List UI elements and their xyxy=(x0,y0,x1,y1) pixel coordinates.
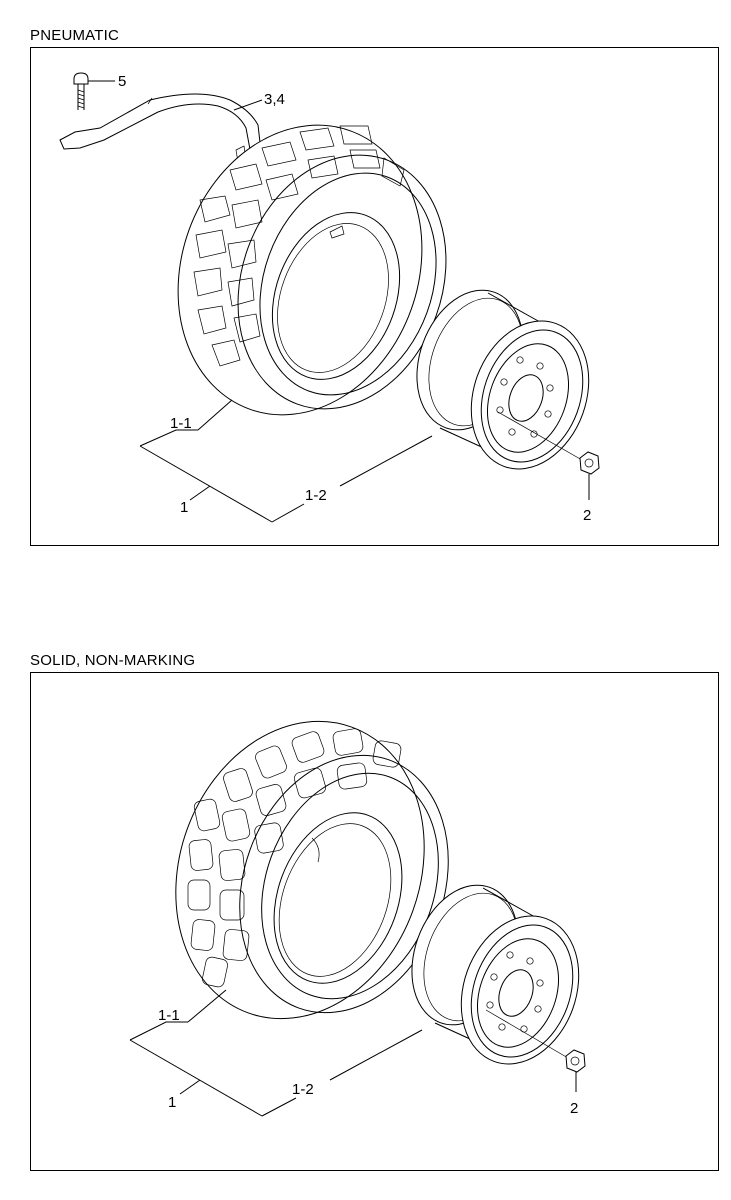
rim-icon xyxy=(416,289,590,470)
callout-1: 1 xyxy=(180,499,188,516)
callout-2: 2 xyxy=(583,507,591,524)
diagram-frame-solid xyxy=(30,672,719,1171)
callout-1: 1 xyxy=(168,1094,176,1111)
bolt-icon xyxy=(73,72,89,110)
pneumatic-tire-icon xyxy=(177,124,447,416)
hex-nut-icon xyxy=(579,451,600,475)
callout-1-1: 1-1 xyxy=(158,1007,180,1024)
rim-icon xyxy=(411,884,580,1065)
pneumatic-wheel-diagram: 5 3,4 xyxy=(59,72,600,524)
callout-1-2: 1-2 xyxy=(292,1081,314,1098)
callout-1-2: 1-2 xyxy=(305,487,327,504)
callout-3-4: 3,4 xyxy=(264,91,285,108)
solid-tire-icon xyxy=(175,720,449,1020)
diagram-frame-pneumatic xyxy=(30,47,719,546)
section-title-solid: SOLID, NON-MARKING xyxy=(30,652,196,669)
callout-1-1: 1-1 xyxy=(170,415,192,432)
callout-2: 2 xyxy=(570,1100,578,1117)
hex-nut-icon xyxy=(565,1049,586,1073)
section-title-pneumatic: PNEUMATIC xyxy=(30,27,120,44)
callout-5: 5 xyxy=(118,73,126,90)
